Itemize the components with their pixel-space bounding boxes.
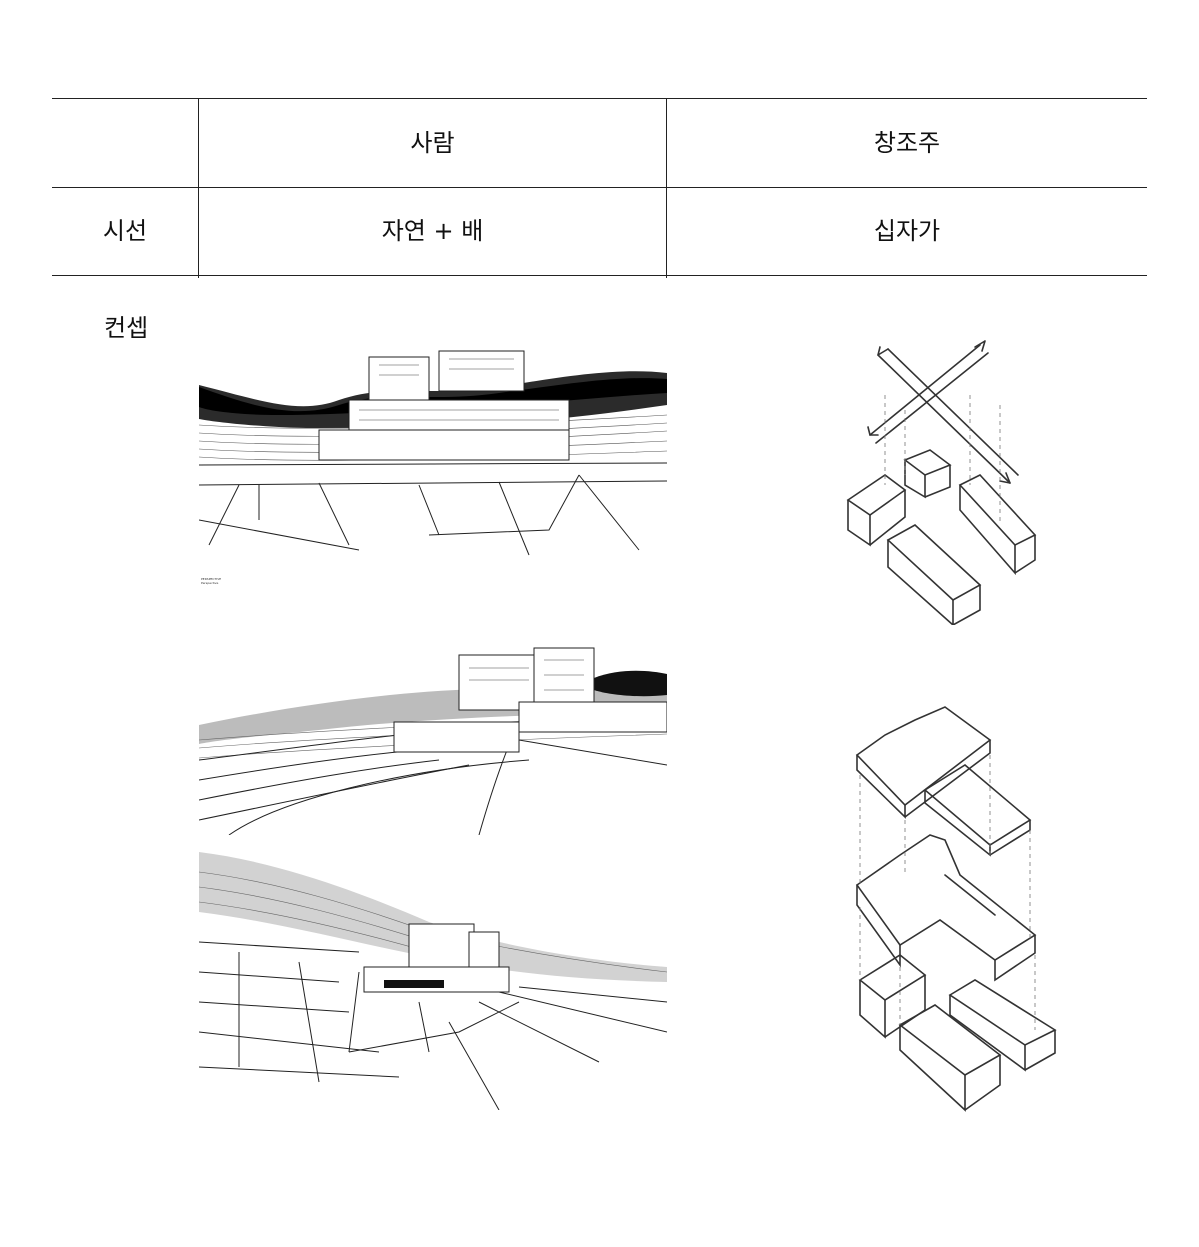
row-cell-cross: 십자가 [873, 217, 941, 245]
render-caption-small: PERSPECTIVE [201, 577, 222, 581]
row-cell-nature-ship: 자연 + 배 [381, 217, 484, 245]
row-label-gaze: 시선 [102, 217, 148, 245]
axonometric-sketch-cross [830, 335, 1045, 625]
table-col-divider-1 [198, 98, 199, 278]
section-label-concept: 컨셉 [104, 314, 149, 342]
axonometric-sketch-layers [845, 695, 1070, 1120]
render-caption-small-2: Perspective [201, 581, 219, 585]
perspective-render-3 [199, 852, 667, 1110]
table-top-rule [52, 98, 1147, 99]
table-col-divider-2 [666, 98, 667, 278]
table-bottom-rule [52, 275, 1147, 276]
table-mid-rule [52, 187, 1147, 188]
header-cell-person: 사람 [410, 129, 455, 157]
perspective-render-1 [199, 345, 667, 560]
header-cell-creator: 창조주 [873, 129, 941, 157]
perspective-render-2 [199, 640, 667, 835]
